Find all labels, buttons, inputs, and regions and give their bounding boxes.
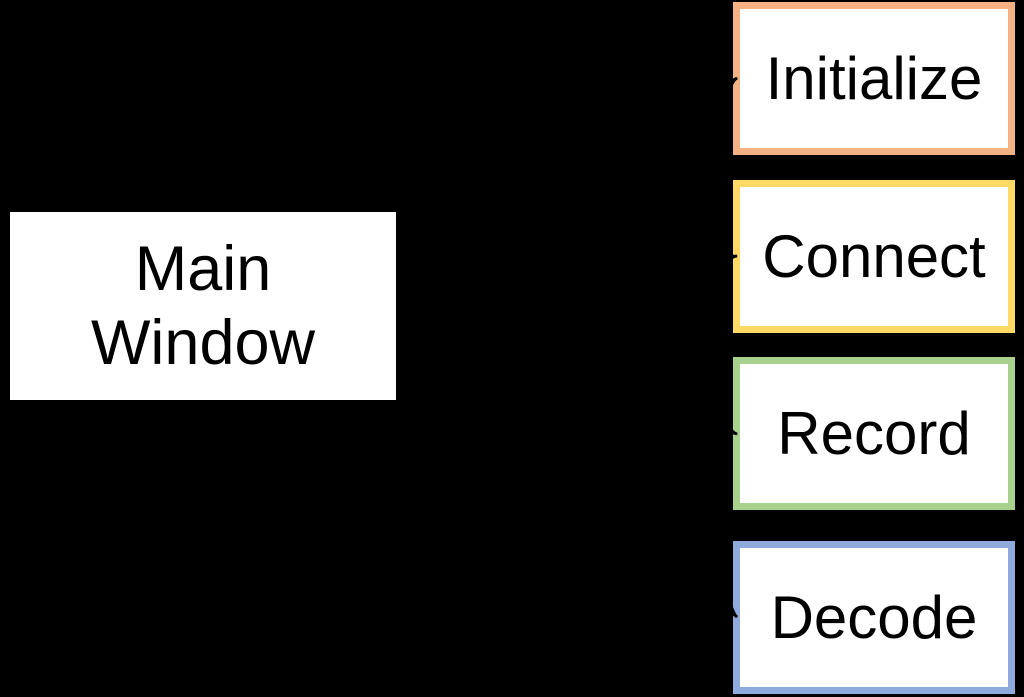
step-box-connect: Connect (733, 180, 1015, 333)
main-window-label-line1: Main (134, 234, 272, 304)
main-window-box: Main Window (7, 209, 399, 403)
main-window-label-line2: Window (90, 308, 316, 378)
step-label-record: Record (777, 399, 971, 467)
connector-main-to-connect (399, 251, 738, 308)
step-label-connect: Connect (762, 222, 986, 290)
connector-main-to-initialize (399, 76, 738, 308)
connector-main-to-decode (398, 304, 739, 619)
step-box-record: Record (733, 357, 1015, 510)
step-label-decode: Decode (770, 583, 978, 651)
connector-main-to-record (399, 304, 738, 436)
step-box-initialize: Initialize (733, 2, 1015, 155)
step-label-initialize: Initialize (765, 44, 983, 112)
step-box-decode: Decode (733, 541, 1015, 694)
